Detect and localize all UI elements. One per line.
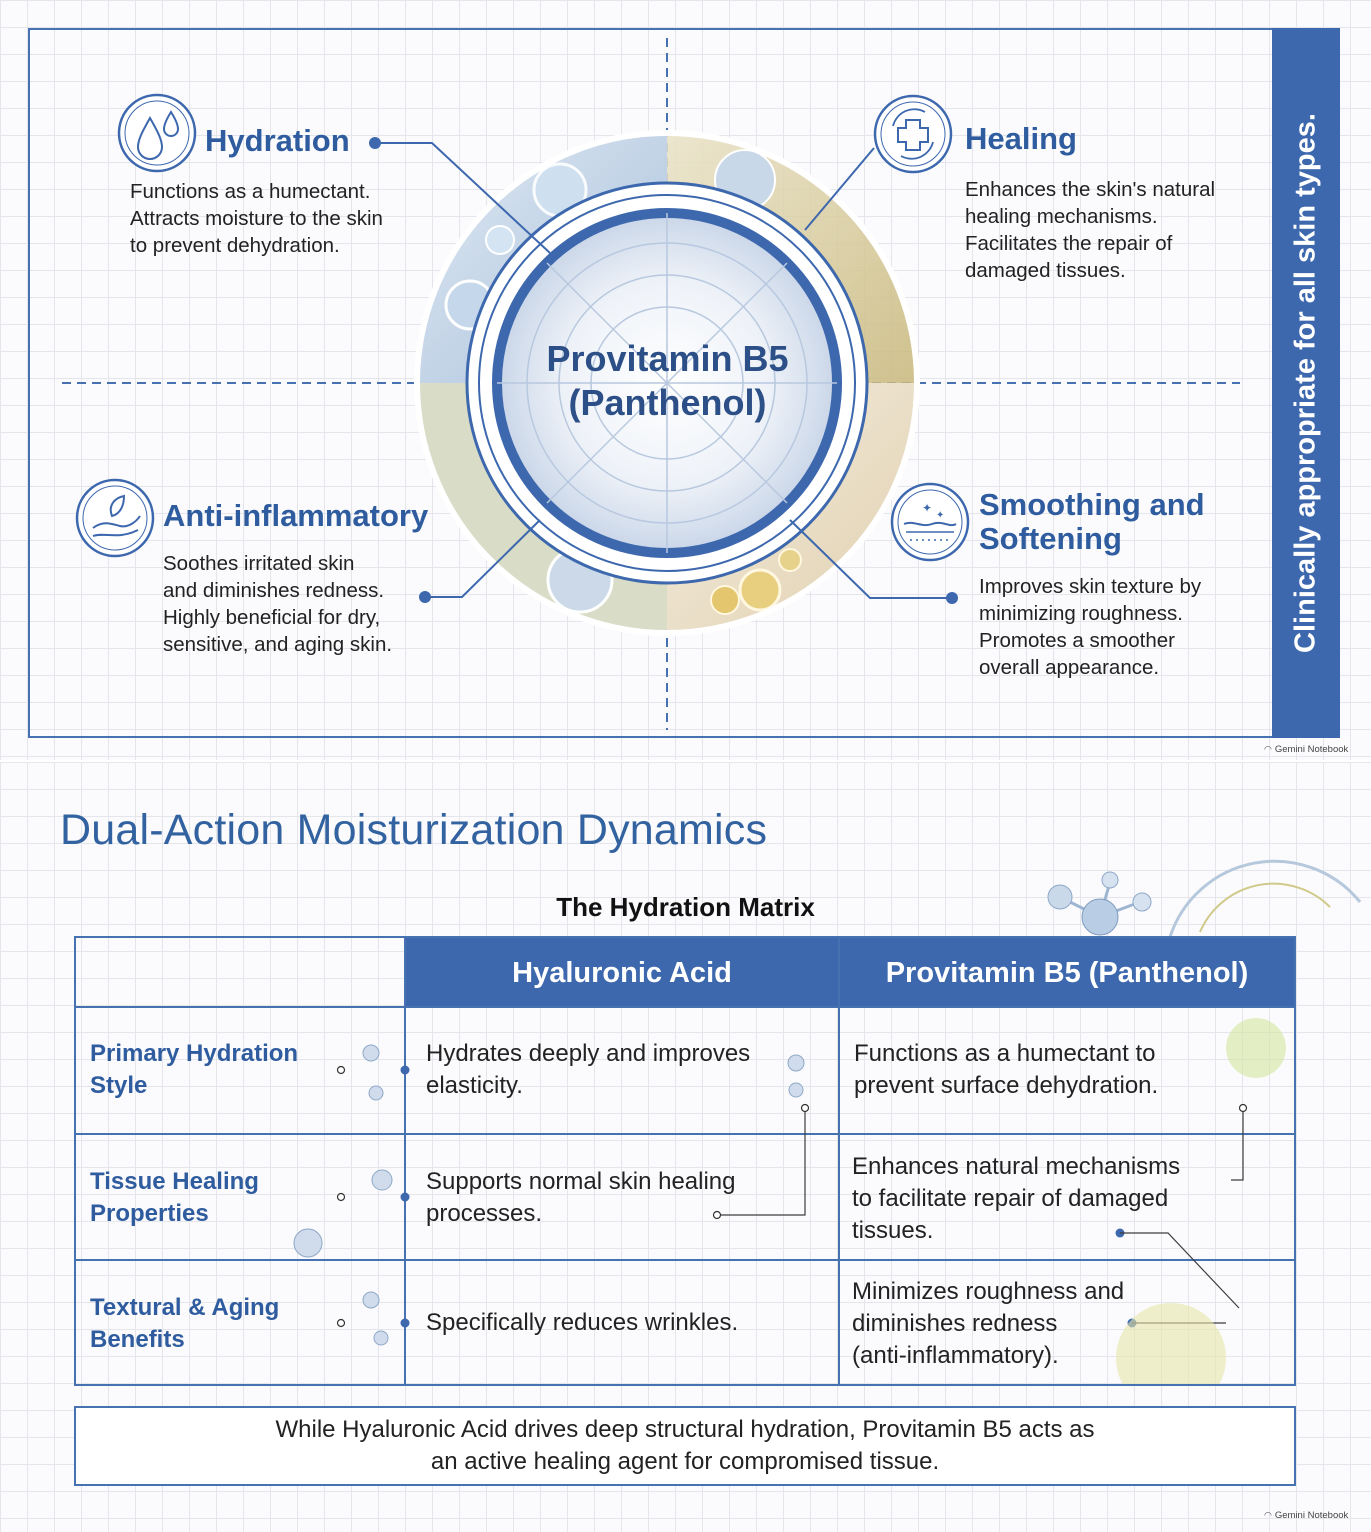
benefits-diagram: ✦ ✦ (62, 38, 1240, 730)
brand-logo-icon: ◠ (1264, 1510, 1272, 1520)
water-drops-icon (117, 93, 197, 173)
hydration-matrix-slide: Dual-Action Moisturization Dynamics The … (0, 762, 1371, 1532)
column-header-panthenol: Provitamin B5 (Panthenol) (840, 938, 1294, 1008)
hand-leaf-icon (75, 478, 155, 558)
hydration-description: Functions as a humectant. Attracts moist… (130, 180, 383, 257)
cell-panthenol-aging: Minimizes roughness and diminishes redne… (852, 1278, 1125, 1369)
hydration-connector (375, 142, 551, 254)
skin-types-banner: Clinically appropriate for all skin type… (1272, 28, 1340, 738)
cell-panthenol-healing: Enhances natural mechanisms to facilitat… (852, 1153, 1181, 1244)
column-header-hyaluronic: Hyaluronic Acid (406, 938, 838, 1008)
cell-hyaluronic-hydration: Hydrates deeply and improves elasticity. (426, 1040, 751, 1099)
anti-inflammatory-description: Soothes irritated skin and diminishes re… (163, 552, 393, 656)
healing-description: Enhances the skin's natural healing mech… (965, 178, 1216, 282)
smoothing-connector (789, 519, 952, 599)
anti-inflammatory-connector (425, 519, 541, 598)
skin-types-banner-text: Clinically appropriate for all skin type… (1289, 113, 1322, 653)
hydration-title: Hydration (205, 123, 350, 158)
slide-title: Dual-Action Moisturization Dynamics (60, 806, 768, 854)
center-title: Provitamin B5 (Panthenol) (515, 337, 820, 425)
brand-logo-icon: ◠ (1264, 744, 1272, 754)
center-title-line2: (Panthenol) (568, 382, 767, 423)
cell-panthenol-hydration: Functions as a humectant to prevent surf… (854, 1040, 1159, 1099)
cell-hyaluronic-aging: Specifically reduces wrinkles. (426, 1309, 739, 1336)
row-label-tissue-healing: Tissue Healing Properties (90, 1168, 259, 1227)
row-label-primary-hydration: Primary Hydration Style (90, 1040, 299, 1099)
column-divider (838, 938, 840, 1384)
healing-connector (804, 147, 875, 231)
svg-text:✦: ✦ (936, 510, 944, 521)
cell-hyaluronic-healing: Supports normal skin healing processes. (426, 1168, 736, 1227)
column-divider (404, 938, 406, 1384)
row-label-textural-aging: Textural & Aging Benefits (90, 1294, 280, 1353)
panthenol-benefits-slide: ✦ ✦ Provitamin B5 (Panthenol) Hydration … (0, 0, 1371, 760)
brand-footer: ◠ Gemini Notebook (1264, 1510, 1348, 1521)
brand-footer: ◠ Gemini Notebook (1264, 744, 1348, 755)
hydration-matrix-table: Hyaluronic Acid Provitamin B5 (Panthenol… (74, 936, 1296, 1386)
medical-cross-icon (873, 94, 953, 174)
smoothing-title: Smoothing and Softening (979, 487, 1205, 556)
brand-label: Gemini Notebook (1274, 744, 1349, 755)
row-divider (76, 1259, 1294, 1261)
brand-label: Gemini Notebook (1274, 1510, 1349, 1521)
row-divider (76, 1133, 1294, 1135)
svg-text:✦: ✦ (922, 501, 932, 515)
row-divider (76, 1006, 1294, 1008)
smoothing-description: Improves skin texture by minimizing roug… (979, 575, 1202, 679)
matrix-title: The Hydration Matrix (556, 892, 815, 922)
summary-box: While Hyaluronic Acid drives deep struct… (74, 1406, 1296, 1486)
healing-title: Healing (965, 121, 1077, 156)
center-title-line1: Provitamin B5 (546, 338, 789, 379)
anti-inflammatory-title: Anti-inflammatory (163, 498, 429, 533)
skin-layers-icon: ✦ ✦ (890, 482, 970, 562)
